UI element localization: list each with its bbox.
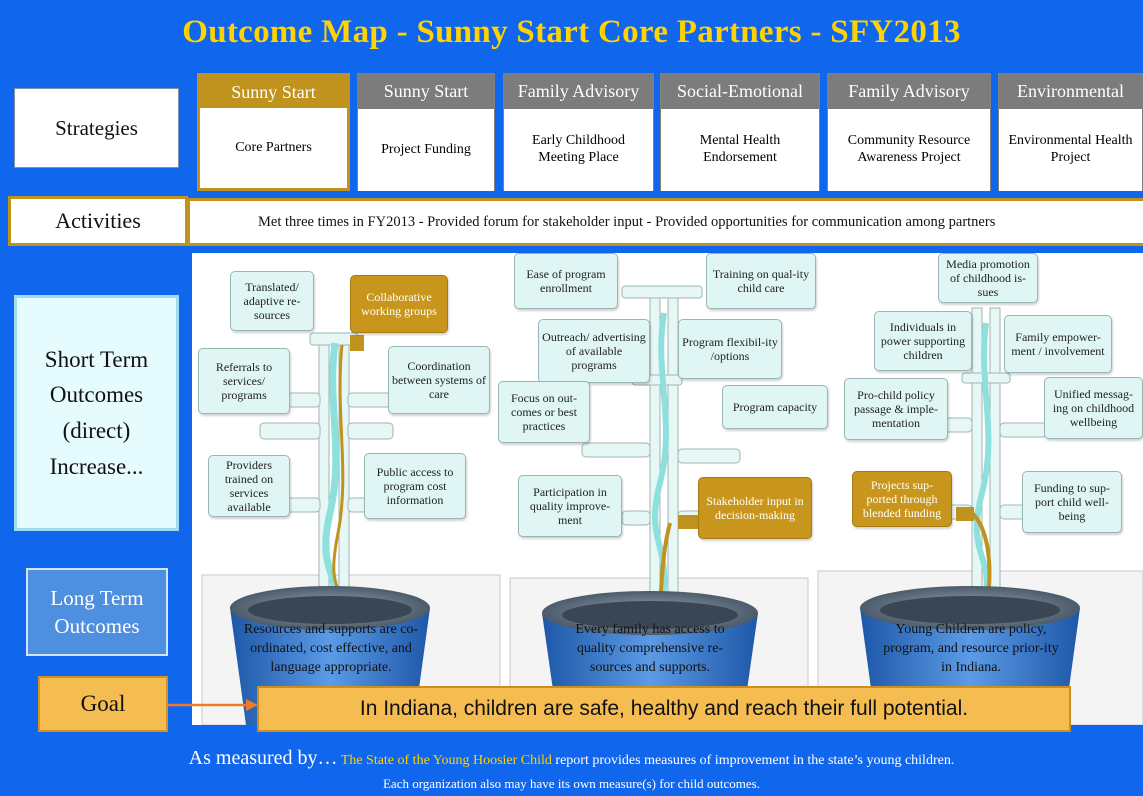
goal-label: Goal xyxy=(38,676,168,732)
outcome-node: Program flexibil-ity /options xyxy=(678,319,782,379)
outcome-node: Training on qual-ity child care xyxy=(706,253,816,309)
outcome-node: Translated/ adaptive re-sources xyxy=(230,271,314,331)
strategy-body: Environmental Health Project xyxy=(999,109,1142,191)
outcome-node: Ease of program enrollment xyxy=(514,253,618,309)
long-term-outcome-1: Resources and supports are co-ordinated,… xyxy=(243,622,419,675)
activities-text: Met three times in FY2013 - Provided for… xyxy=(187,198,1143,246)
strategy-header: Social-Emotional xyxy=(661,74,819,109)
outcome-node: Program capacity xyxy=(722,385,828,429)
outcome-node: Focus on out-comes or best practices xyxy=(498,381,590,443)
outcome-node: Referrals to services/ programs xyxy=(198,348,290,414)
long-term-outcome-3: Young Children are policy, program, and … xyxy=(883,622,1059,675)
lto-line: Long Term xyxy=(50,585,144,610)
outcome-node: Media promotion of childhood is-sues xyxy=(938,253,1038,303)
strategy-header: Sunny Start xyxy=(358,74,494,109)
outcome-node: Family empower-ment / involvement xyxy=(1004,315,1112,373)
long-term-outcomes-label: Long Term Outcomes xyxy=(26,568,168,656)
outcome-node: Coordination between systems of care xyxy=(388,346,490,414)
goal-arrow xyxy=(168,699,258,711)
strategy-body: Project Funding xyxy=(358,109,494,191)
outcome-node: Providers trained on services available xyxy=(208,455,290,517)
lto-line: Outcomes xyxy=(54,614,140,638)
long-term-outcome-2: Every family has access to quality compr… xyxy=(575,622,725,675)
measured-lead: As measured by… xyxy=(188,747,338,769)
outcome-node: Pro-child policy passage & imple-mentati… xyxy=(844,378,948,440)
outcome-node-highlighted: Stakeholder input in decision-making xyxy=(698,477,812,539)
outcome-node: Unified messag-ing on childhood wellbein… xyxy=(1044,377,1143,439)
outcome-node: Outreach/ advertising of available progr… xyxy=(538,319,650,383)
strategy-project-funding[interactable]: Sunny Start Project Funding xyxy=(357,73,495,191)
page-title: Outcome Map - Sunny Start Core Partners … xyxy=(182,14,961,50)
strategy-body: Core Partners xyxy=(200,108,347,188)
strategy-body: Mental Health Endorsement xyxy=(661,109,819,191)
outcome-trees-area: Translated/ adaptive re-sources Collabor… xyxy=(192,253,1143,725)
short-term-outcomes-label: Short Term Outcomes (direct) Increase... xyxy=(14,295,179,531)
outcome-node: Funding to sup-port child well-being xyxy=(1022,471,1122,533)
strategies-label: Strategies xyxy=(14,88,179,168)
report-name: The State of the Young Hoosier Child xyxy=(340,753,552,768)
measured-line2: Each organization also may have its own … xyxy=(382,776,760,791)
sto-line: Increase... xyxy=(49,453,144,479)
strategy-core-partners[interactable]: Sunny Start Core Partners xyxy=(197,73,350,191)
outcome-node: Public access to program cost informatio… xyxy=(364,453,466,519)
strategy-early-childhood-meeting-place[interactable]: Family Advisory Early Childhood Meeting … xyxy=(503,73,654,191)
outcome-node: Individuals in power supporting children xyxy=(874,311,972,371)
strategy-mental-health-endorsement[interactable]: Social-Emotional Mental Health Endorseme… xyxy=(660,73,820,191)
outcome-node: Participation in quality improve-ment xyxy=(518,475,622,537)
strategy-header: Family Advisory xyxy=(828,74,990,109)
strategy-environmental-health[interactable]: Environmental Environmental Health Proje… xyxy=(998,73,1143,191)
measured-by-footer: As measured by… The State of the Young H… xyxy=(0,742,1143,795)
strategy-community-resource-awareness[interactable]: Family Advisory Community Resource Aware… xyxy=(827,73,991,191)
strategy-header: Environmental xyxy=(999,74,1142,109)
activities-label: Activities xyxy=(8,196,188,246)
outcome-node-highlighted: Collaborative working groups xyxy=(350,275,448,333)
strategy-body: Community Resource Awareness Project xyxy=(828,109,990,191)
sto-line: (direct) xyxy=(62,418,131,443)
goal-statement: In Indiana, children are safe, healthy a… xyxy=(257,686,1071,732)
strategy-body: Early Childhood Meeting Place xyxy=(504,109,653,191)
sto-line: Short Term xyxy=(44,346,149,372)
measured-rest: report provides measures of improvement … xyxy=(551,753,955,768)
strategy-header: Family Advisory xyxy=(504,74,653,109)
sto-line: Outcomes xyxy=(49,382,144,408)
outcome-node-highlighted: Projects sup-ported through blended fund… xyxy=(852,471,952,527)
strategy-header: Sunny Start xyxy=(200,76,347,108)
